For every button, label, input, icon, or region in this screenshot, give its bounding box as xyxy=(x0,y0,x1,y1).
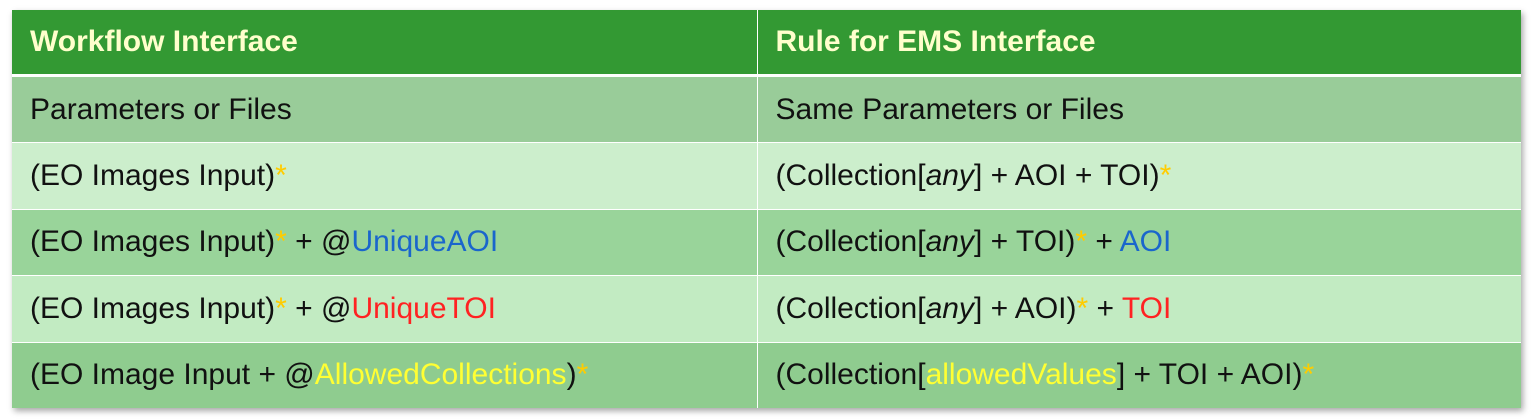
cell-text: (EO Images Input) xyxy=(30,225,276,259)
cell-text: + xyxy=(1087,225,1120,259)
workflow-interface-cell: (EO Images Input)* + @UniqueAOI xyxy=(12,208,758,276)
cell-text: (EO Images Input) xyxy=(30,291,276,325)
highlight-yellow-text: allowedValues xyxy=(925,358,1117,392)
interface-mapping-table: Workflow Interface Rule for EMS Interfac… xyxy=(12,10,1521,408)
italic-text: any xyxy=(925,225,974,259)
table-row: Parameters or Files Same Parameters or F… xyxy=(12,74,1521,143)
cell-text: + @ xyxy=(286,225,352,259)
workflow-interface-cell: Parameters or Files xyxy=(12,74,758,143)
cell-text: (Collection[ xyxy=(775,358,926,392)
table-row: (EO Images Input)* + @UniqueTOI (Collect… xyxy=(12,275,1521,343)
ems-rule-cell: (Collection[any] + TOI)* + AOI xyxy=(757,208,1521,276)
ems-rule-cell: Same Parameters or Files xyxy=(757,74,1521,143)
cell-text: Same Parameters or Files xyxy=(775,92,1124,126)
cell-text: (Collection[ xyxy=(775,225,926,259)
cell-text: (Collection[ xyxy=(775,159,926,193)
asterisk-marker: * xyxy=(275,291,287,325)
ems-rule-cell: (Collection[allowedValues] + TOI + AOI)* xyxy=(757,341,1521,408)
table-row: (EO Images Input)* (Collection[any] + AO… xyxy=(12,142,1521,210)
asterisk-marker: * xyxy=(275,159,287,193)
workflow-interface-cell: (EO Images Input)* xyxy=(12,142,758,210)
table-row: (EO Image Input + @AllowedCollections)* … xyxy=(12,341,1521,408)
highlight-blue-text: UniqueAOI xyxy=(351,225,499,259)
table-header-row: Workflow Interface Rule for EMS Interfac… xyxy=(12,10,1521,77)
header-rule-for-ems-interface: Rule for EMS Interface xyxy=(757,10,1521,77)
italic-text: any xyxy=(925,159,974,193)
cell-text: ] + TOI + AOI) xyxy=(1116,358,1303,392)
cell-text: ] + TOI) xyxy=(973,225,1076,259)
asterisk-marker: * xyxy=(1076,291,1089,325)
cell-text: + @ xyxy=(286,291,352,325)
header-workflow-interface: Workflow Interface xyxy=(12,10,758,77)
highlight-red-text: TOI xyxy=(1121,291,1172,325)
asterisk-marker: * xyxy=(576,358,589,392)
ems-rule-cell: (Collection[any] + AOI + TOI)* xyxy=(757,142,1521,210)
cell-text: ] + AOI + TOI) xyxy=(973,159,1160,193)
table-row: (EO Images Input)* + @UniqueAOI (Collect… xyxy=(12,208,1521,276)
asterisk-marker: * xyxy=(1159,159,1172,193)
cell-text: ] + AOI) xyxy=(973,291,1077,325)
interface-table-container: Workflow Interface Rule for EMS Interfac… xyxy=(12,10,1521,408)
highlight-blue-text: AOI xyxy=(1119,225,1172,259)
cell-text: Parameters or Files xyxy=(30,92,292,126)
ems-rule-cell: (Collection[any] + AOI)* + TOI xyxy=(757,275,1521,343)
highlight-yellow-text: AllowedCollections xyxy=(314,358,567,392)
cell-text: (Collection[ xyxy=(775,291,926,325)
cell-text: + xyxy=(1088,291,1122,325)
highlight-red-text: UniqueTOI xyxy=(351,291,496,325)
workflow-interface-cell: (EO Images Input)* + @UniqueTOI xyxy=(12,275,758,343)
asterisk-marker: * xyxy=(1075,225,1088,259)
cell-text: (EO Image Input + @ xyxy=(30,358,315,392)
cell-text: (EO Images Input) xyxy=(30,159,276,193)
cell-text: ) xyxy=(566,358,577,392)
asterisk-marker: * xyxy=(1302,358,1315,392)
asterisk-marker: * xyxy=(275,225,287,259)
italic-text: any xyxy=(925,291,974,325)
workflow-interface-cell: (EO Image Input + @AllowedCollections)* xyxy=(12,341,758,408)
